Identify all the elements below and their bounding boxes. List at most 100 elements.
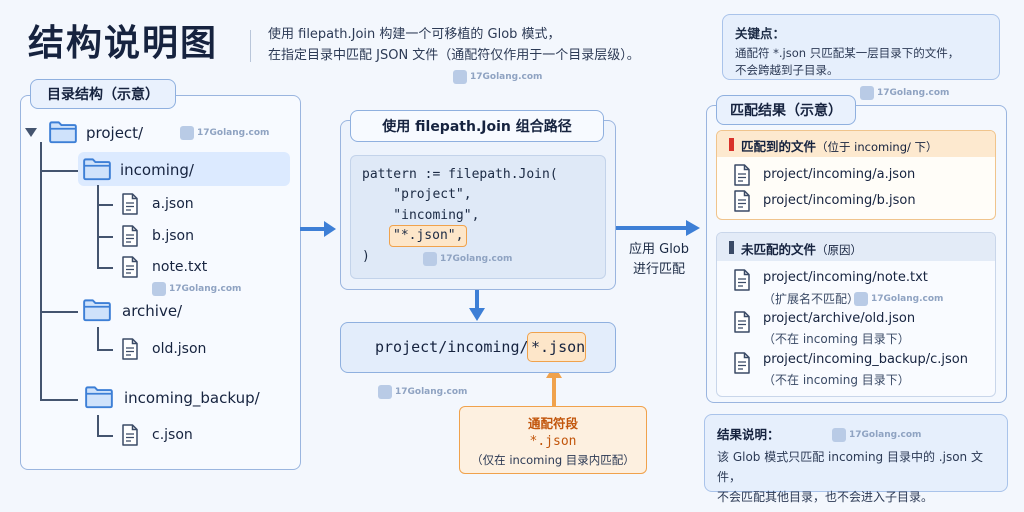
folder-icon [48,119,78,145]
tree-connector-b [97,236,113,238]
subtitle-line-1: 使用 filepath.Join 构建一个可移植的 Glob 模式， [268,27,561,42]
watermark: 17Golang.com [832,428,921,442]
tree-item-note-txt[interactable]: note.txt [152,259,208,275]
file-icon [120,255,140,279]
code-line-1: pattern := filepath.Join( [362,167,558,182]
file-icon [732,310,752,334]
file-icon [120,337,140,361]
folder-icon [82,297,112,323]
tree-item-a-json[interactable]: a.json [152,196,194,212]
tree-item-archive[interactable]: archive/ [122,302,183,320]
watermark: 17Golang.com [453,70,542,84]
code-wildcard-highlight [389,225,467,247]
keypoint-line-2: 不会跨越到子目录。 [735,63,839,77]
wildcard-title: 通配符段 [527,416,578,431]
tree-connector-archive-children [97,327,99,350]
watermark: 17Golang.com [860,86,949,100]
apply-glob-label: 应用 Glob 进行匹配 [622,240,696,280]
matched-marker [729,138,734,151]
keypoint-heading: 关键点： [735,26,786,41]
matched-files-title: 匹配到的文件（位于 incoming/ 下） [741,136,938,155]
code-line-3: "incoming", [362,208,480,223]
tree-connector-incoming [40,170,78,172]
glob-pattern-prefix: project/incoming/ [375,338,529,356]
code-line-2: "project", [362,187,472,202]
glob-pattern-wildcard: *.json [531,338,586,356]
unmatched-reason-c: （不在 incoming 目录下） [763,373,910,387]
unmatched-title-note: （原因） [816,243,863,257]
watermark-logo-icon [832,428,846,442]
unmatched-file-c[interactable]: project/incoming_backup/c.json [763,352,968,367]
code-block [350,155,606,279]
tree-item-old-json[interactable]: old.json [152,341,207,357]
tree-connector-archive [40,311,78,313]
folder-icon [84,384,114,410]
matched-files-header [717,131,995,157]
code-line-4: "*.json", [393,228,464,243]
tree-item-incoming-backup[interactable]: incoming_backup/ [124,389,260,407]
subtitle-line-2: 在指定目录中匹配 JSON 文件（通配符仅作用于一个目录层级）。 [268,48,640,63]
unmatched-file-old[interactable]: project/archive/old.json [763,311,916,326]
tree-connector-c [97,435,113,437]
watermark-logo-icon [180,126,194,140]
file-icon [732,351,752,375]
keypoint-line-1: 通配符 *.json 只匹配某一层目录下的文件， [735,46,960,60]
arrow-right-icon [300,221,336,237]
watermark: 17Golang.com [378,385,467,399]
unmatched-title-text: 未匹配的文件 [741,242,817,257]
join-path-heading: 使用 filepath.Join 组合路径 [350,110,604,142]
tree-item-project[interactable]: project/ [86,124,144,142]
file-icon [120,423,140,447]
code-line-5: ) [362,249,370,264]
page-title: 结构说明图 [28,23,219,64]
unmatched-files-title: 未匹配的文件（原因） [741,239,862,258]
triangle-down-icon[interactable] [24,127,38,139]
watermark: 17Golang.com [152,282,241,296]
matched-title-note: （位于 incoming/ 下） [816,140,938,154]
tree-connector-root [40,142,42,400]
arrow-right-icon [616,220,700,236]
unmatched-reason-old: （不在 incoming 目录下） [763,332,910,346]
result-explanation: 结果说明： 该 Glob 模式只匹配 incoming 目录中的 .json 文… [704,414,1008,504]
unmatched-files-header [717,233,995,261]
tree-item-incoming[interactable]: incoming/ [120,161,194,179]
page-subtitle: 使用 filepath.Join 构建一个可移植的 Glob 模式， 在指定目录… [268,24,708,66]
folder-icon [82,156,112,182]
file-icon [732,268,752,292]
unmatched-reason-note: （扩展名不匹配） [763,292,860,306]
matched-file-b[interactable]: project/incoming/b.json [763,193,916,208]
watermark: 17Golang.com [423,252,512,266]
watermark-logo-icon [378,385,392,399]
watermark-logo-icon [152,282,166,296]
tree-item-b-json[interactable]: b.json [152,228,194,244]
apply-glob-line-1: 应用 Glob [628,242,690,257]
file-icon [732,163,752,187]
unmatched-marker [729,241,734,254]
glob-wildcard-highlight [527,332,586,362]
explanation-line-1: 该 Glob 模式只匹配 incoming 目录中的 .json 文件， [717,450,983,484]
tree-connector-backup [40,399,78,401]
watermark-logo-icon [453,70,467,84]
watermark: 17Golang.com [180,126,269,140]
directory-tree-heading: 目录结构（示意） [30,79,176,109]
file-icon [732,189,752,213]
wildcard-callout: 通配符段 *.json （仅在 incoming 目录内匹配） [459,406,647,474]
tree-connector-old [97,349,113,351]
wildcard-value: *.json [529,434,577,449]
match-results-heading: 匹配结果（示意） [716,95,856,125]
matched-title-text: 匹配到的文件 [741,139,817,154]
title-divider [250,30,251,62]
tree-highlight-incoming [78,152,290,186]
file-icon [120,192,140,216]
tree-connector-incoming-children [97,185,99,268]
explanation-line-2: 不会匹配其他目录，也不会进入子目录。 [717,490,934,504]
watermark: 17Golang.com [854,292,943,306]
arrow-down-icon [469,290,485,321]
tree-connector-a [97,204,113,206]
matched-file-a[interactable]: project/incoming/a.json [763,167,916,182]
file-icon [120,224,140,248]
tree-item-c-json[interactable]: c.json [152,427,193,443]
unmatched-file-note[interactable]: project/incoming/note.txt [763,270,928,285]
apply-glob-line-2: 进行匹配 [632,262,685,277]
watermark-logo-icon [860,86,874,100]
